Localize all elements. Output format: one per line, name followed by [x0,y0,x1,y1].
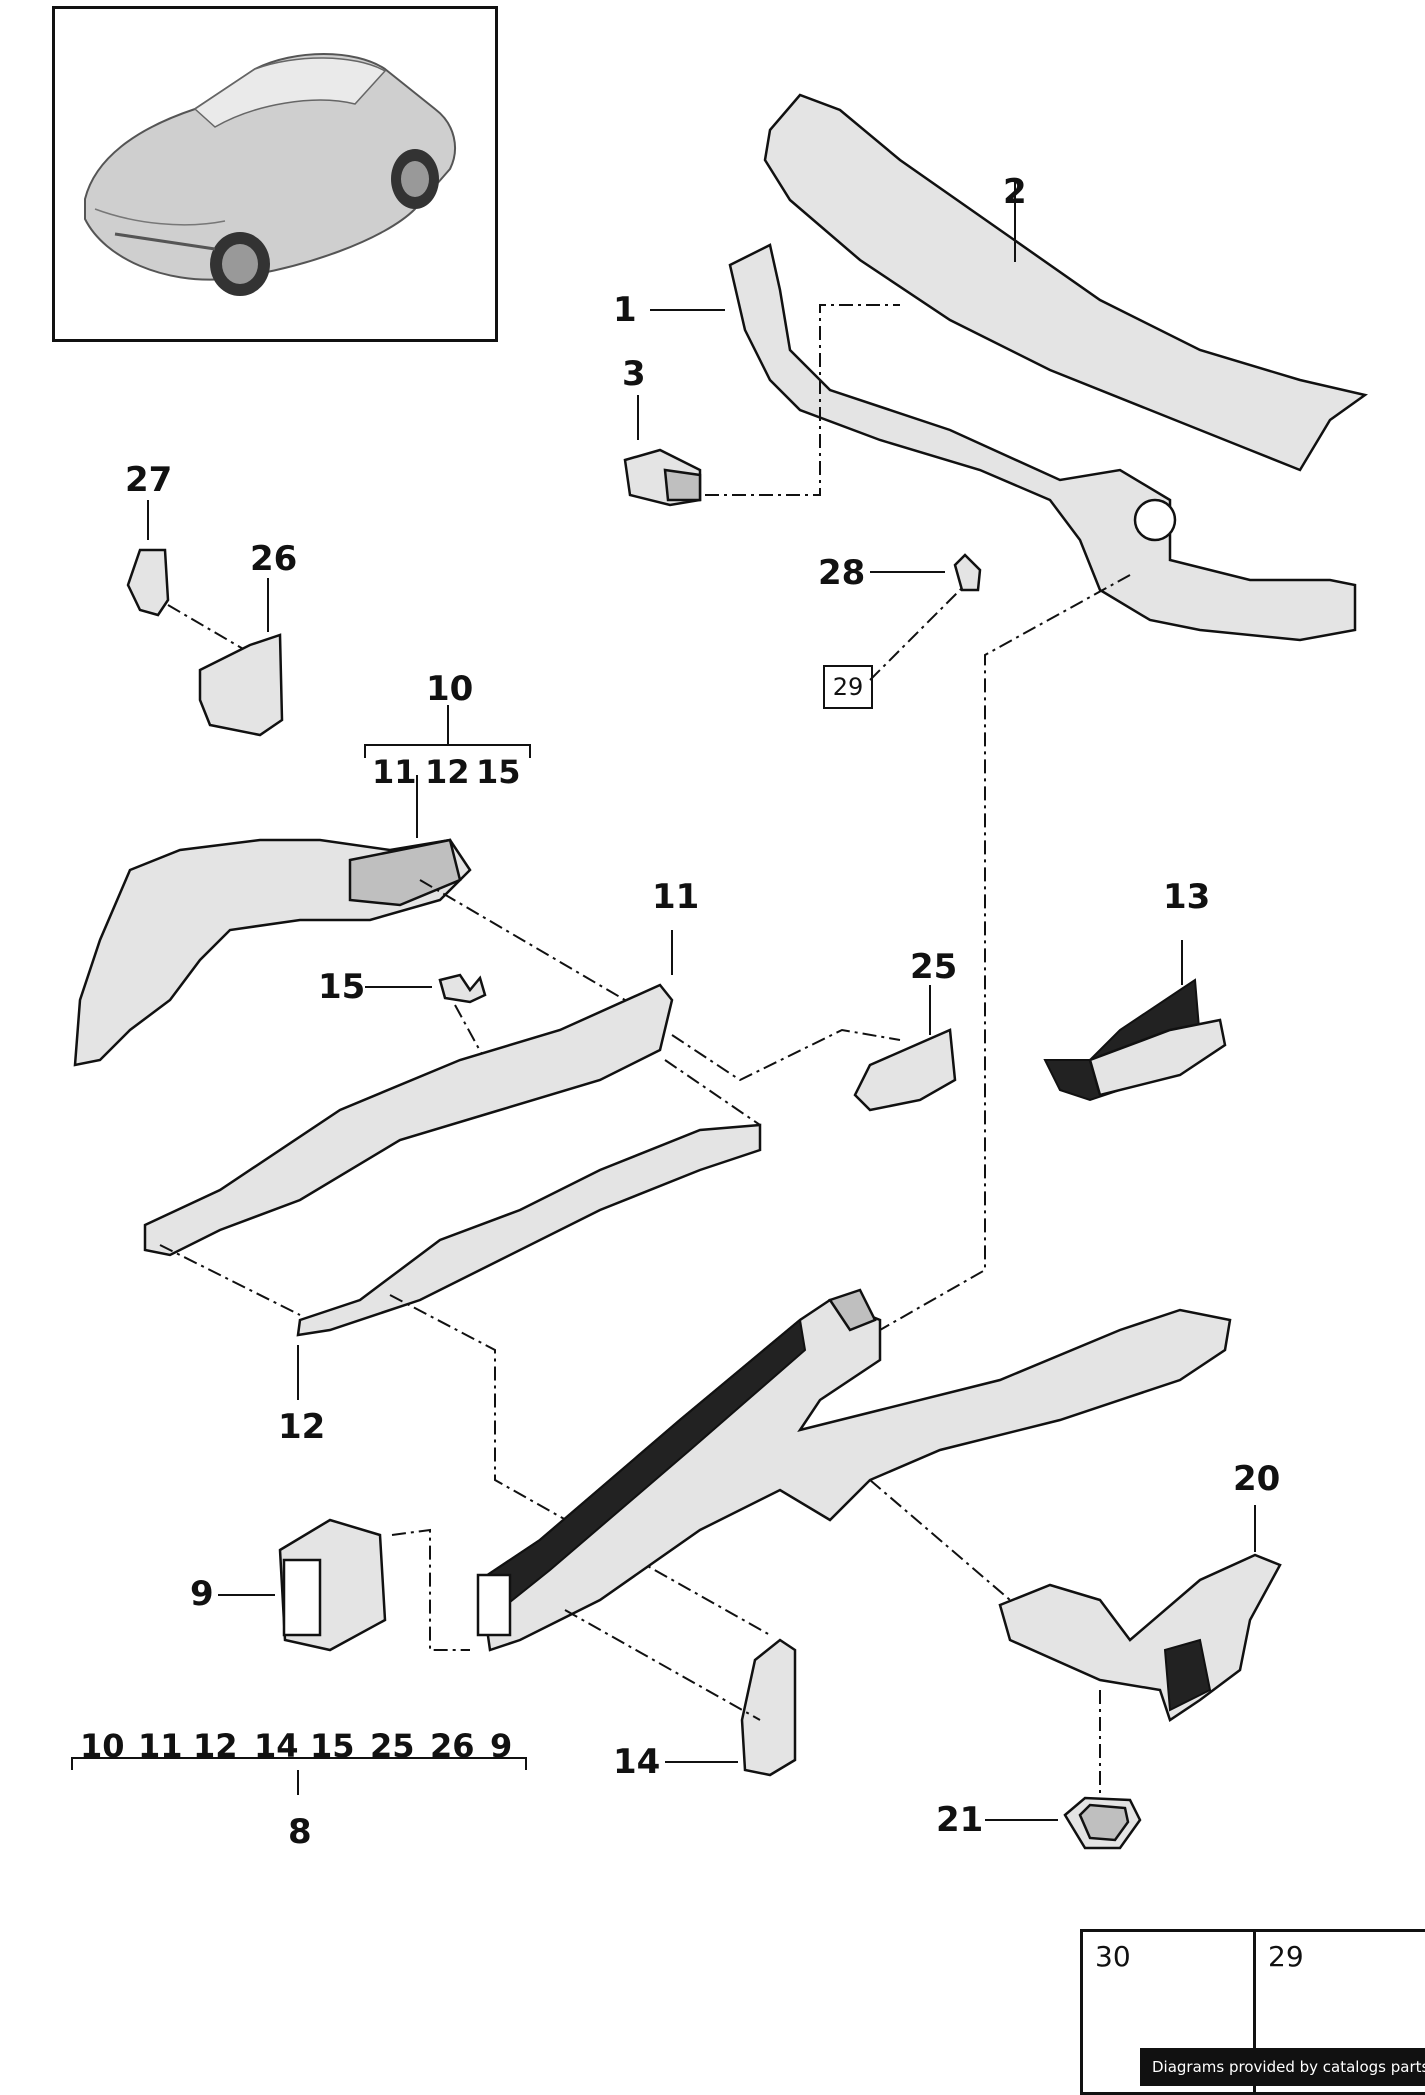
label-26: 26 [250,539,298,579]
label-2: 2 [1003,172,1027,212]
group-8-item-15: 15 [310,1727,355,1765]
label-12: 12 [278,1407,326,1447]
label-14: 14 [613,1742,661,1782]
group-8-item-14: 14 [254,1727,299,1765]
label-27: 27 [125,460,173,500]
credit-banner: Diagrams provided by catalogs parts [1140,2048,1425,2086]
group-8-item-9: 9 [490,1727,513,1765]
part-26-shape [198,633,284,737]
group-8-item-10: 10 [80,1727,125,1765]
label-9: 9 [190,1574,214,1614]
label-3: 3 [622,354,646,394]
label-11: 11 [652,877,700,917]
car-illustration [84,53,456,296]
part-14-shape [740,1638,797,1777]
label-21: 21 [936,1800,984,1840]
group-10-item-11: 11 [372,753,417,791]
legend-cell-30: 30 [1083,1932,1256,2092]
vehicle-thumbnail [52,6,498,342]
part-20-shape [998,1553,1282,1722]
part-11-shape [143,983,674,1257]
legend-num-29: 29 [1268,1940,1304,1973]
part-28-shape [953,553,982,592]
group-8-item-26: 26 [430,1727,475,1765]
legend-num-30: 30 [1095,1940,1131,1973]
group-10-item-15: 15 [476,753,521,791]
ref-box-29: 29 [823,665,873,709]
label-13: 13 [1163,877,1211,917]
part-25-shape [853,1028,957,1112]
label-20: 20 [1233,1459,1281,1499]
group-8-item-11: 11 [138,1727,183,1765]
label-8: 8 [288,1812,312,1852]
group-8-item-12: 12 [193,1727,238,1765]
label-15: 15 [318,967,366,1007]
label-10: 10 [426,669,474,709]
part-15-shape [438,973,487,1004]
part-1-shape [728,243,1357,642]
part-27-shape [126,548,170,617]
part-12-shape [296,1123,762,1337]
label-25: 25 [910,947,958,987]
main-member-shape [478,1298,1232,1652]
group-8-item-25: 25 [370,1727,415,1765]
part-2-shape [763,93,1368,472]
legend-cell-29: 29 [1256,1932,1424,2092]
label-1: 1 [613,290,637,330]
label-28: 28 [818,553,866,593]
group-10-item-12: 12 [425,753,470,791]
